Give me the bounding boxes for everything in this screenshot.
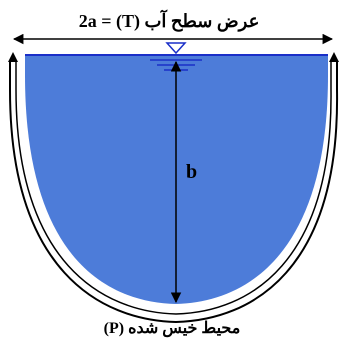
wall-right-tip bbox=[329, 52, 339, 62]
wall-left-tip bbox=[8, 52, 18, 62]
channel-wall-outer bbox=[9, 60, 339, 324]
wetted-perimeter-label: محیط خیس شده (P) bbox=[104, 320, 241, 338]
top-width-label: 2a = عرض سطح آب (T) bbox=[79, 9, 260, 32]
channel-wall-inner bbox=[15, 60, 332, 315]
depth-label: b bbox=[186, 161, 197, 183]
